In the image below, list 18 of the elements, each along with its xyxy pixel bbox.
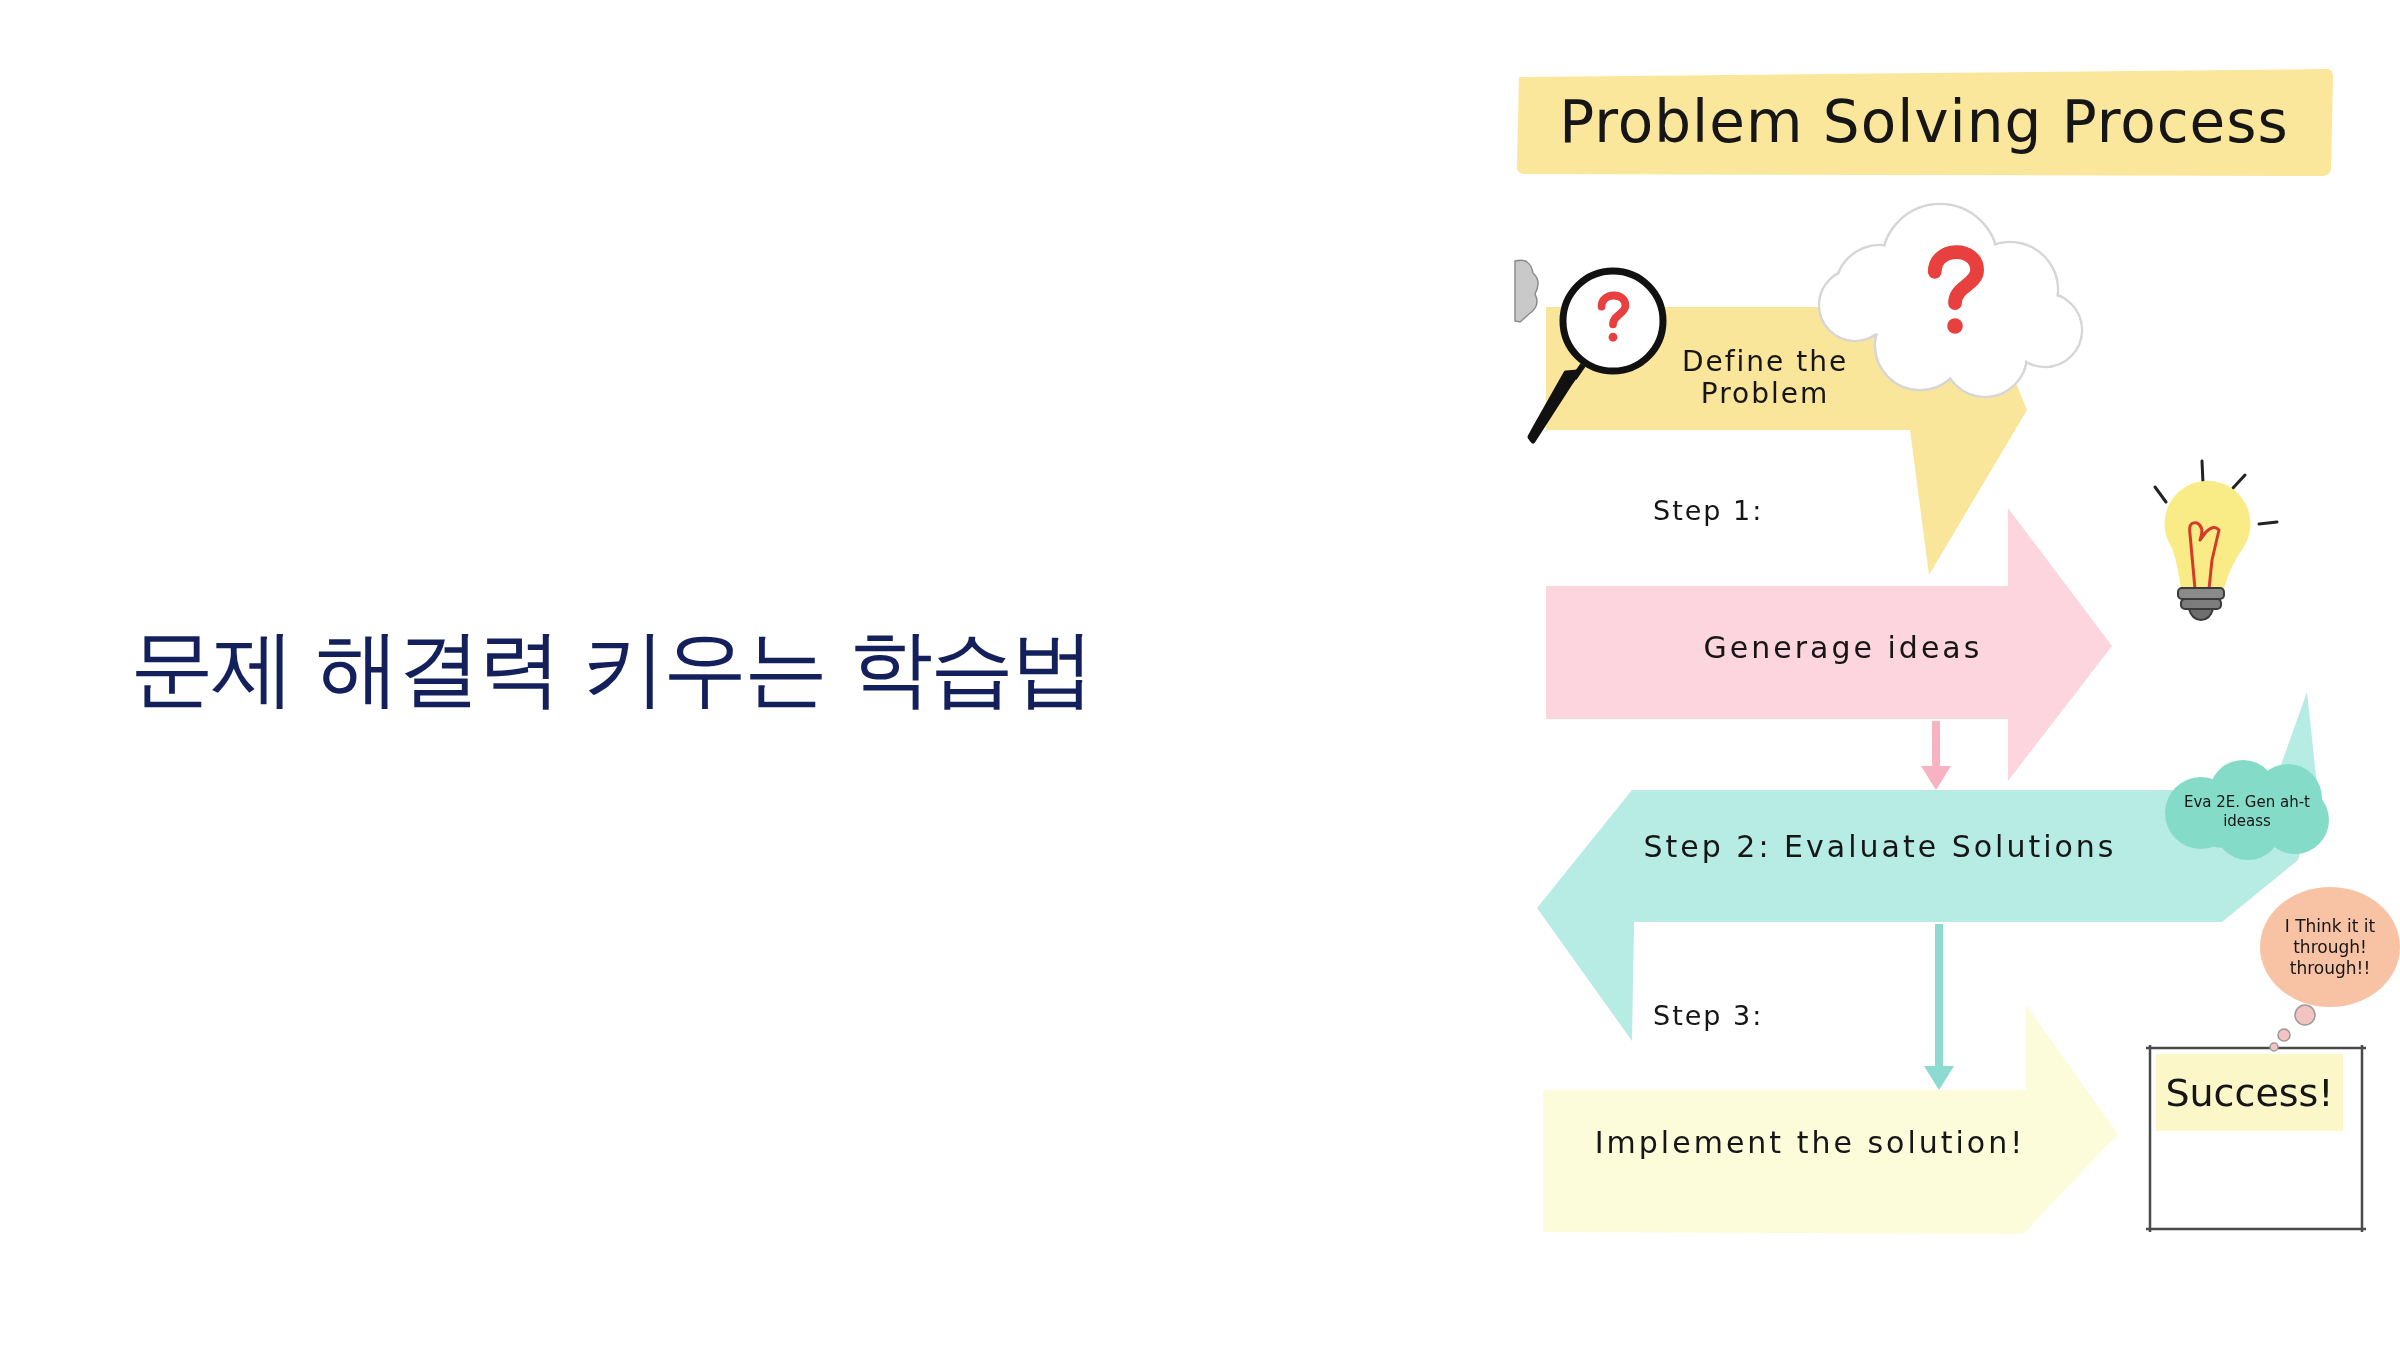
step-banner — [1543, 1005, 2118, 1234]
success-note: Success! — [2156, 1054, 2343, 1131]
success-frame — [2146, 1045, 2366, 1232]
banner-heading: Problem Solving Process — [1559, 88, 2289, 156]
arrow — [1924, 924, 1954, 1090]
step-label: Step 1: — [1653, 495, 1764, 528]
arrow — [1921, 721, 1951, 790]
thought-bubble — [2260, 887, 2400, 1007]
cloud-bubble — [2163, 758, 2331, 862]
bubble-text: Eva 2E. Gen ah-t ideass — [2183, 793, 2311, 831]
step-label: Step 3: — [1653, 1000, 1764, 1033]
banner-label: Generage ideas — [1703, 630, 1983, 666]
banner-label: Implement the solution! — [1594, 1125, 2026, 1161]
slide-title: 문제 해결력 키우는 학습법 — [130, 622, 1093, 715]
banner-label: Define the Problem — [1680, 346, 1850, 410]
title-banner — [1515, 69, 2333, 176]
bubble-text: I Think it it through! through!! — [2283, 915, 2377, 979]
banner-label: Step 2: Evaluate Solutions — [1643, 829, 2117, 865]
